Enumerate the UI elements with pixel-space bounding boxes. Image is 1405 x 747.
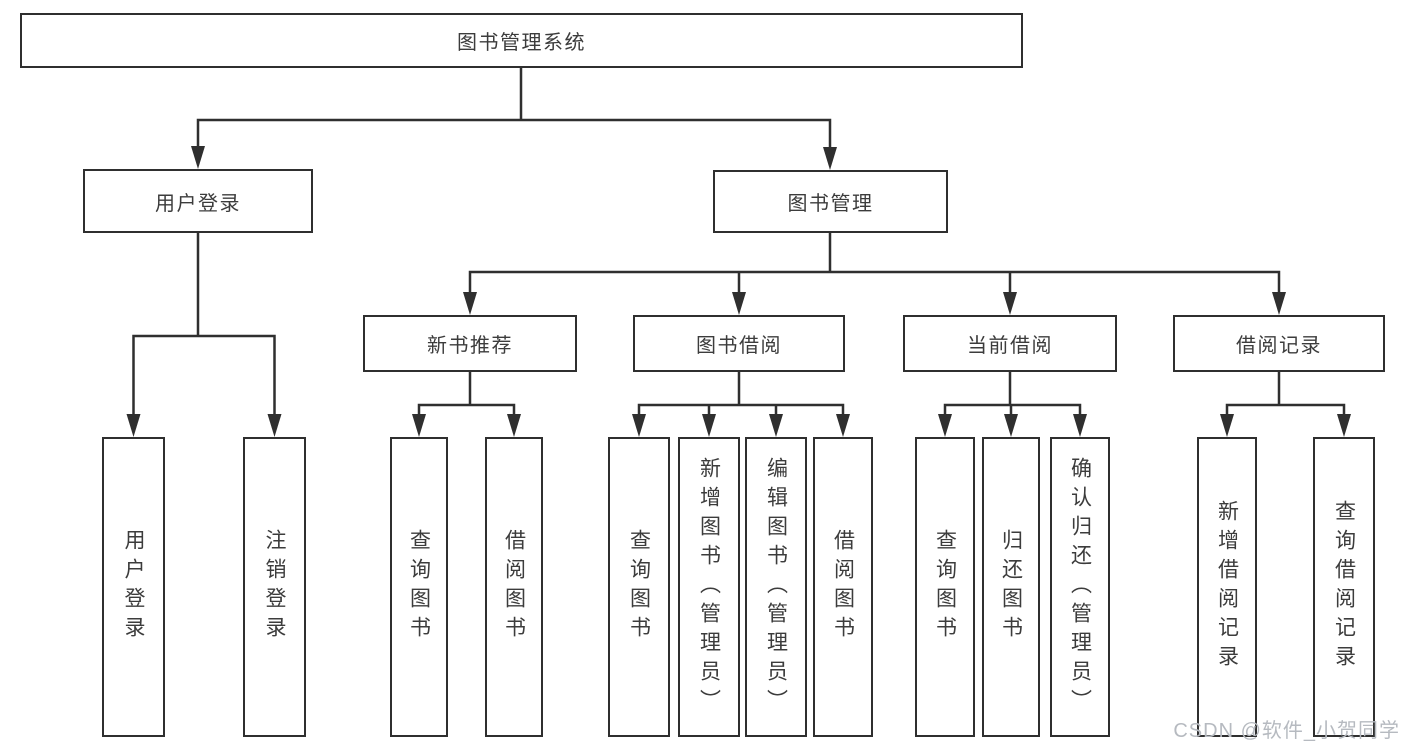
node-new-book-recommendation: 新书推荐 [363,315,577,372]
node-label: 查询图书 [627,529,651,645]
connector-current-borrow-to-leaves [943,370,1082,420]
node-label: 图书管理 [787,193,874,215]
arrowhead [463,292,477,315]
connector-root-to-level2 [196,66,832,152]
node-label: 图书借阅 [696,335,782,357]
arrowhead [1220,414,1234,437]
node-book-borrowing: 图书借阅 [633,315,845,372]
arrowhead [1004,414,1018,437]
node-borrowing-records: 借阅记录 [1173,315,1385,372]
arrowhead [702,414,716,437]
node-label: 注销登录 [263,529,286,645]
leaf-add-books-admin: 新增图书（管理员） [678,437,740,737]
node-book-management: 图书管理 [713,170,948,233]
leaf-borrow-books-recommend: 借阅图书 [485,437,543,737]
arrowhead [823,147,837,170]
arrowhead [1003,292,1017,315]
leaf-logout: 注销登录 [243,437,306,737]
arrowhead [1337,414,1351,437]
connector-borrow-record-to-leaves [1225,370,1346,420]
node-label: 借阅图书 [831,529,855,645]
arrowhead [769,414,783,437]
leaf-search-books-borrow: 查询图书 [608,437,670,737]
connector-user-login-to-leaves [132,231,276,420]
leaf-edit-books-admin: 编辑图书（管理员） [745,437,807,737]
arrowhead [126,414,141,437]
arrowhead [836,414,850,437]
node-label: 编辑图书（管理员） [764,456,788,718]
node-label: 查询借阅记录 [1332,500,1356,674]
arrowhead [412,414,426,437]
arrowhead [732,292,746,315]
arrowhead [1272,292,1286,315]
node-label: 查询图书 [407,529,431,645]
node-label: 归还图书 [999,529,1023,645]
connector-new-book-to-leaves [417,370,516,420]
leaf-search-borrow-record: 查询借阅记录 [1313,437,1375,737]
node-user-login-branch: 用户登录 [83,169,313,233]
node-label: 借阅图书 [502,529,526,645]
arrowhead [632,414,646,437]
node-label: 查询图书 [933,529,957,645]
arrowhead [507,414,521,437]
leaf-borrow-books: 借阅图书 [813,437,873,737]
csdn-watermark: CSDN @软件_小贺同学 [1173,720,1400,742]
leaf-add-borrow-record: 新增借阅记录 [1197,437,1257,737]
node-label: 用户登录 [122,529,145,645]
arrowhead [267,414,282,437]
leaf-user-login: 用户登录 [102,437,165,737]
node-label: 新书推荐 [427,335,513,357]
leaf-search-books-recommend: 查询图书 [390,437,448,737]
arrowhead [1073,414,1087,437]
arrowhead [938,414,952,437]
node-library-management-system: 图书管理系统 [20,13,1023,68]
connector-book-mgmt-to-level3 [468,231,1281,298]
leaf-search-books-current: 查询图书 [915,437,975,737]
arrowhead [191,146,205,169]
connector-book-borrow-to-leaves [637,370,845,420]
node-label: 确认归还（管理员） [1068,456,1092,718]
node-label: 新增借阅记录 [1215,500,1239,674]
node-label: 用户登录 [155,192,241,215]
leaf-return-books: 归还图书 [982,437,1040,737]
node-current-borrowing: 当前借阅 [903,315,1117,372]
node-label: 借阅记录 [1236,335,1322,357]
leaf-confirm-return-admin: 确认归还（管理员） [1050,437,1110,737]
node-label: 新增图书（管理员） [697,456,721,718]
node-label: 当前借阅 [967,335,1053,357]
node-label: 图书管理系统 [457,32,586,54]
